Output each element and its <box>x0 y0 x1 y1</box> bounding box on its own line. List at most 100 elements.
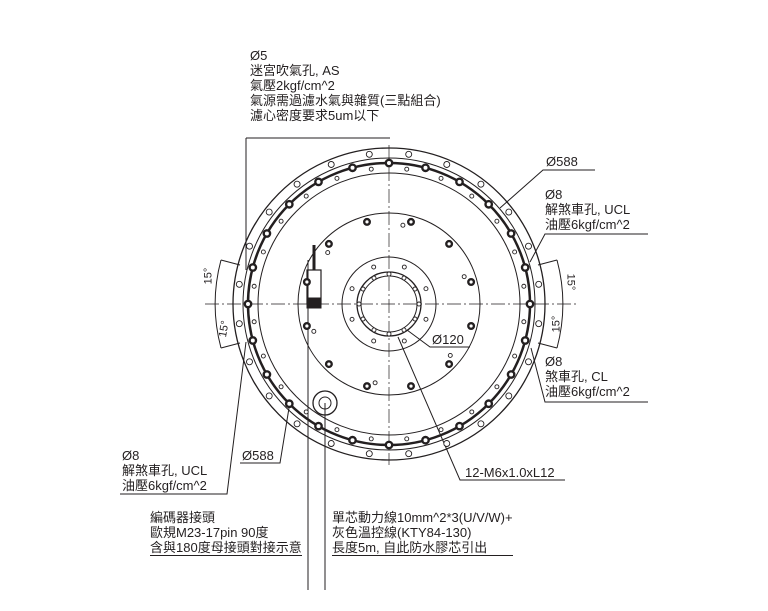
bore-thread-hole <box>386 271 392 277</box>
bore-thread-hole <box>412 316 418 322</box>
hub-hole <box>349 316 355 322</box>
flange-bolt-hole <box>406 217 415 226</box>
ring-small-hole <box>251 283 257 289</box>
ring-bolt-hole <box>525 299 535 309</box>
flange-bolt-hole <box>324 360 333 369</box>
bore-thread-hole <box>412 286 418 292</box>
outer-mount-hole <box>365 150 373 158</box>
bore-thread-hole <box>360 286 366 292</box>
angle-right-lower: 15° <box>550 315 563 333</box>
ucl-right-leader <box>529 233 648 263</box>
ring-bolt-hole <box>284 399 294 409</box>
flange-bolt-hole <box>445 360 454 369</box>
angle-dim-right <box>556 259 564 349</box>
bore-thread-hole <box>360 316 366 322</box>
bore-thread-hole <box>371 327 377 333</box>
ring-small-hole <box>368 166 374 172</box>
ring-small-hole <box>404 166 410 172</box>
cl-right-label: Ø8 煞車孔, CL 油壓6kgf/cm^2 <box>545 354 630 399</box>
ring-bolt-hole <box>421 163 430 173</box>
air-hole-label: Ø5 迷宮吹氣孔, AS 氣壓2kgf/cm^2 氣源需過濾水氣與雜質(三點組合… <box>250 48 441 123</box>
angle-left-upper: 15° <box>202 267 215 285</box>
thread-label: 12-M6x1.0xL12 <box>465 465 555 480</box>
outer-mount-hole <box>525 358 532 366</box>
flange-bolt-hole <box>302 278 311 287</box>
label-line: 油壓6kgf/cm^2 <box>545 217 630 232</box>
hub-hole <box>371 338 377 344</box>
flange-pin-hole <box>400 222 406 228</box>
angle-ext <box>537 259 558 266</box>
outer-mount-hole <box>235 320 243 328</box>
ring-bolt-hole <box>314 177 323 187</box>
encoder-connector-tip <box>306 297 322 309</box>
ring-small-hole <box>303 193 309 199</box>
flange-circle <box>297 212 481 396</box>
label-line: Ø8 <box>122 448 140 463</box>
angle-right-upper: 15° <box>564 273 577 291</box>
flange-bolt-hole <box>467 321 476 330</box>
ring-bolt-hole <box>248 336 258 345</box>
encoder-label: 編碼器接頭 歐規M23-17pin 90度 含與180度母接頭對接示意 <box>150 510 302 556</box>
ring-small-hole <box>521 319 527 325</box>
ring-bolt-hole <box>384 440 394 450</box>
angle-ext <box>220 259 241 266</box>
ring-bolt-hole <box>314 421 323 431</box>
outer-mount-hole <box>477 420 485 428</box>
outer-mount-hole <box>505 208 513 216</box>
cl-right-leader <box>530 347 648 403</box>
bore-thread-hole <box>401 275 407 281</box>
ring-bolt-hole <box>243 299 253 309</box>
hub-hole <box>371 264 377 270</box>
outer-mount-hole <box>535 280 543 288</box>
outer-mount-hole <box>265 208 273 216</box>
second-ring <box>242 157 536 451</box>
label-line: 灰色溫控線(KTY84-130) <box>332 525 472 540</box>
ring-small-hole <box>334 175 340 181</box>
dia120-label: Ø120 <box>432 332 464 347</box>
outer-ring <box>232 147 546 461</box>
ring-bolt-hole <box>262 370 272 379</box>
ring-small-hole <box>251 319 257 325</box>
label-line: 油壓6kgf/cm^2 <box>122 478 207 493</box>
label-line: 迷宮吹氣孔, AS <box>250 63 340 78</box>
outer-mount-hole <box>477 180 485 188</box>
flange-pin-hole <box>372 380 378 386</box>
label-line: Ø8 <box>545 354 563 369</box>
label-line: Ø8 <box>545 187 563 202</box>
hub-hole <box>349 286 355 292</box>
hub-circle <box>341 256 437 352</box>
dia588-top-right: Ø588 <box>546 154 578 169</box>
inner-ring <box>257 172 521 436</box>
ring-bolt-hole <box>455 177 464 187</box>
flange-pin-hole <box>325 250 331 256</box>
label-line: 長度5m, 自此防水膠芯引出 <box>332 540 513 556</box>
hub-hole <box>423 316 429 322</box>
bore-thread-hole <box>401 327 407 333</box>
outer-mount-hole <box>327 161 335 168</box>
outer-mount-hole <box>293 420 301 428</box>
ring-bolt-hole <box>520 336 530 345</box>
bore-thread-hole <box>416 301 422 307</box>
dia588-bl-leader <box>240 407 290 464</box>
ucl-left-label: Ø8 解煞車孔, UCL 油壓6kgf/cm^2 <box>122 448 207 493</box>
ring-small-hole <box>469 193 475 199</box>
ring-small-hole <box>512 249 518 255</box>
outer-mount-hole <box>405 150 413 158</box>
ring-small-hole <box>438 427 444 433</box>
ring-bolt-hole <box>455 421 464 431</box>
angle-dim-left <box>214 259 222 349</box>
ring-small-hole <box>278 384 284 390</box>
ring-small-hole <box>512 353 518 359</box>
flange-pin-hole <box>461 274 467 280</box>
dia588-tr-leader <box>499 169 595 209</box>
ring-bolt-hole <box>506 229 516 238</box>
ucl-right-label: Ø8 解煞車孔, UCL 油壓6kgf/cm^2 <box>545 187 630 232</box>
outer-mount-hole <box>265 392 273 400</box>
ring-small-hole <box>469 409 475 415</box>
ring-small-hole <box>438 175 444 181</box>
ring-bolt-hole <box>506 370 516 379</box>
ring-small-hole <box>494 384 500 390</box>
label-line: 氣壓2kgf/cm^2 <box>250 78 335 93</box>
outer-mount-hole <box>525 242 532 250</box>
